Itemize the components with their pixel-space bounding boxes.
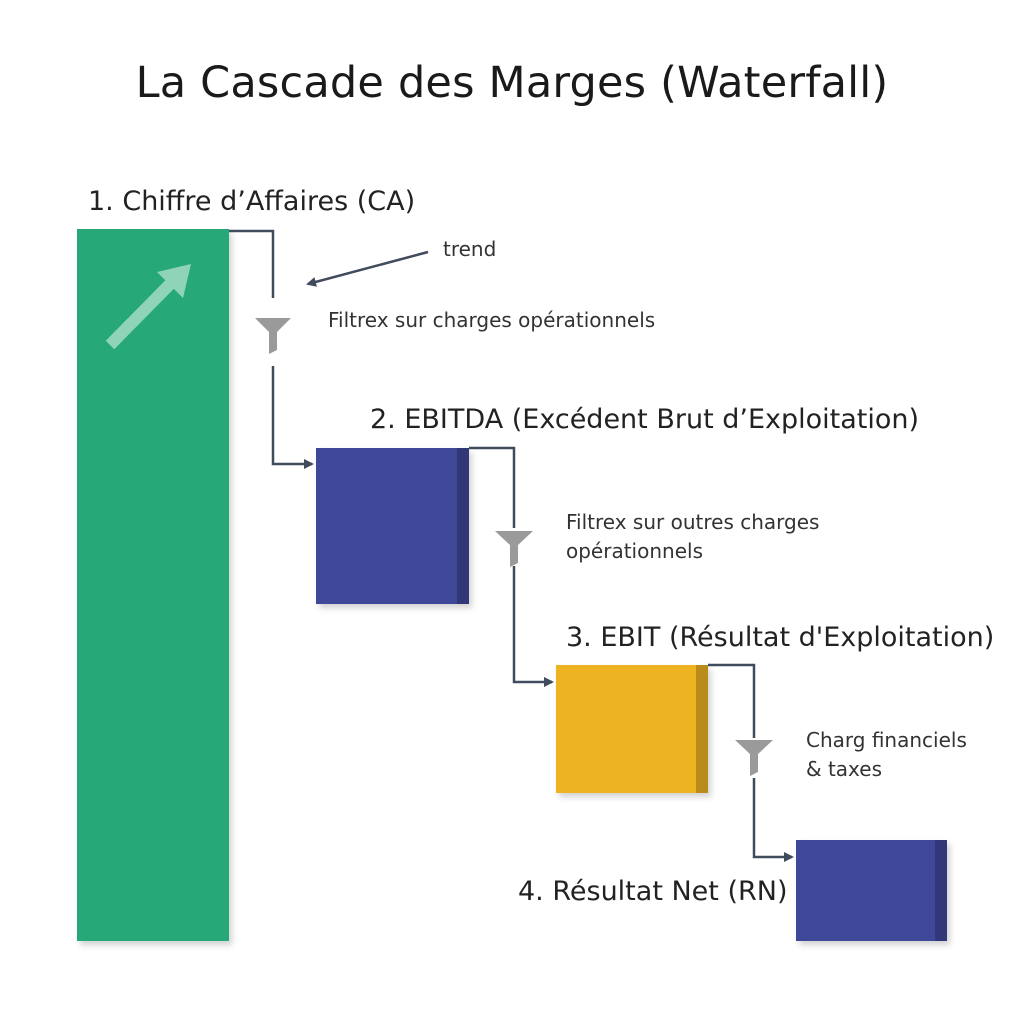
ebit-block	[556, 665, 708, 793]
ebitda-block-edge	[457, 448, 469, 604]
stage-label-net: 4. Résultat Net (RN)	[518, 876, 788, 907]
connector-revenue-ebitda-lower	[271, 366, 314, 469]
connector-ebit-net-lower	[752, 778, 794, 862]
connector-ebitda-ebit-lower	[512, 566, 554, 687]
ebit-block-edge	[696, 665, 708, 793]
filter-label-other-line2: opérationnels	[566, 539, 703, 563]
connector-revenue-ebitda	[229, 229, 275, 298]
filter-label-other: Filtrex sur outres charges opérationnels	[566, 508, 819, 566]
filter-label-financial-line1: Charg financiels	[806, 728, 967, 752]
stage-label-revenue: 1. Chiffre d’Affaires (CA)	[88, 186, 416, 217]
net-income-block-edge	[935, 840, 947, 941]
connector-ebit-net	[708, 663, 756, 738]
ebitda-block	[316, 448, 469, 604]
page-title: La Cascade des Marges (Waterfall)	[135, 58, 889, 108]
filter-label-operating: Filtrex sur charges opérationnels	[328, 306, 655, 335]
stage-label-ebitda: 2. EBITDA (Excédent Brut d’Exploitation)	[370, 404, 920, 435]
trend-pointer-arrow	[306, 250, 429, 287]
filter-label-other-line1: Filtrex sur outres charges	[566, 510, 820, 534]
revenue-bar	[77, 229, 229, 941]
funnel-icon	[495, 531, 533, 567]
funnel-icon	[735, 740, 773, 776]
filter-label-financial: Charg financiels & taxes	[806, 726, 967, 784]
arrow-up-right-icon	[105, 264, 191, 350]
net-income-block	[796, 840, 947, 941]
stage-label-ebit: 3. EBIT (Résultat d'Exploitation)	[566, 622, 995, 653]
filter-label-financial-line2: & taxes	[806, 757, 882, 781]
funnel-icon	[255, 318, 291, 354]
trend-annotation: trend	[443, 237, 497, 261]
filter-label-operating-line1: Filtrex sur charges opérationnels	[328, 308, 656, 332]
connector-ebitda-ebit	[469, 446, 516, 528]
